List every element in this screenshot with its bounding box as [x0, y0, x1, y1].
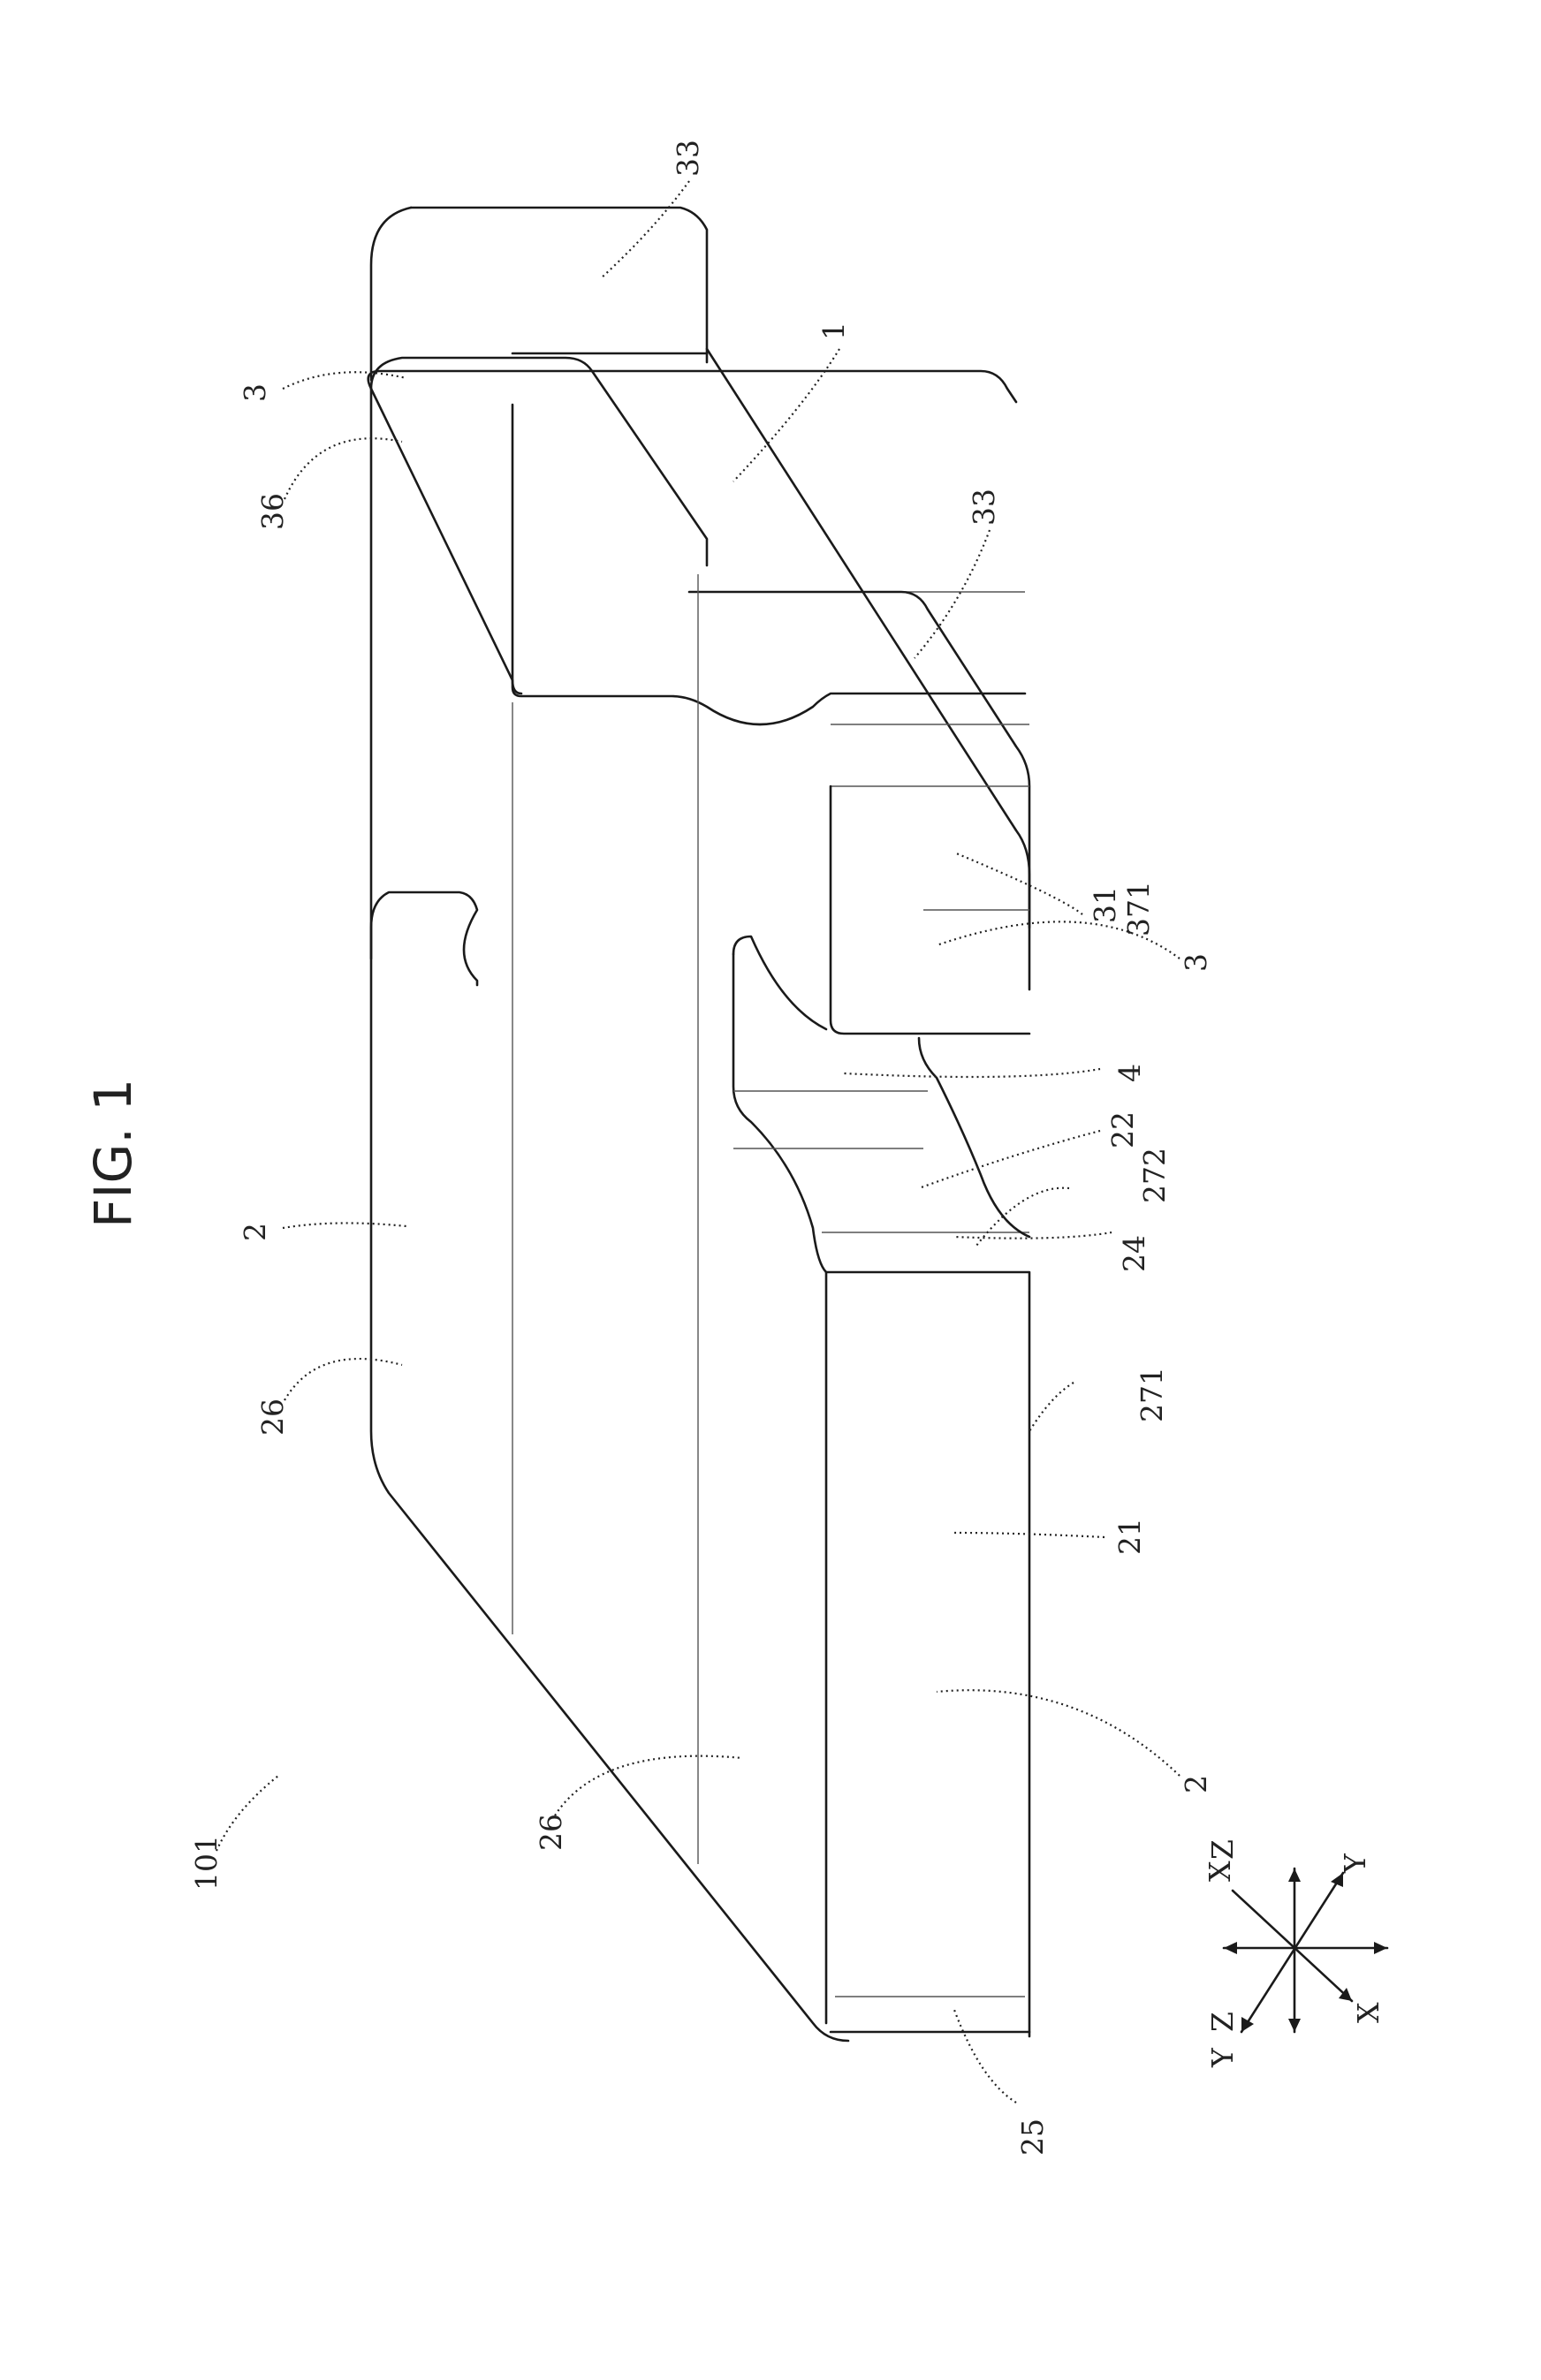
component-outline — [368, 208, 1029, 2041]
leader-271 — [1029, 1383, 1074, 1431]
label-36: 36 — [255, 493, 290, 530]
label-26-upper: 26 — [255, 1398, 290, 1436]
axis-label-y-bottom: Y — [1205, 2047, 1240, 2068]
leader-33-mid — [915, 530, 990, 658]
label-31: 31 — [1088, 886, 1122, 923]
label-4: 4 — [1112, 1064, 1147, 1082]
label-3-upper: 3 — [238, 383, 272, 402]
label-22: 22 — [1105, 1111, 1140, 1148]
figure-title: FIG. 1 — [83, 1079, 143, 1228]
leader-26-upper — [285, 1359, 402, 1400]
leader-33-top — [601, 181, 689, 278]
label-101: 101 — [189, 1835, 224, 1891]
leader-26-lower — [555, 1756, 742, 1815]
label-26-lower: 26 — [534, 1814, 568, 1851]
label-21: 21 — [1112, 1518, 1147, 1555]
leader-22 — [919, 1131, 1100, 1188]
label-271: 271 — [1135, 1367, 1169, 1422]
axis-label-z-left: Z — [1205, 2012, 1240, 2032]
leader-3-upper — [283, 372, 406, 389]
axis-label-x-top: X — [1203, 1861, 1237, 1882]
label-2-lower: 2 — [1179, 1775, 1213, 1793]
leader-31 — [954, 853, 1082, 914]
leader-36 — [285, 438, 402, 499]
label-33-mid: 33 — [967, 489, 1001, 526]
axis-label-x-bottom: X — [1351, 2002, 1385, 2023]
leader-24 — [954, 1232, 1112, 1239]
label-1: 1 — [816, 322, 851, 340]
axes-indicator: X Y Z Z Y X — [1203, 1839, 1387, 2068]
label-3-mid: 3 — [1179, 953, 1213, 972]
label-2-upper: 2 — [238, 1223, 272, 1241]
leader-4 — [844, 1069, 1100, 1077]
label-33-top: 33 — [671, 140, 705, 177]
label-371: 371 — [1121, 881, 1156, 936]
label-24: 24 — [1117, 1235, 1151, 1272]
label-272: 272 — [1137, 1148, 1172, 1203]
axis-label-y-top: Y — [1338, 1853, 1372, 1874]
axis-label-z-right: Z — [1205, 1839, 1240, 1860]
reference-labels: 101 26 26 2 3 36 33 1 33 31 371 3 4 22 2… — [189, 140, 1213, 2156]
leader-2-upper — [283, 1223, 406, 1228]
leader-101 — [216, 1776, 278, 1851]
label-25: 25 — [1015, 2119, 1050, 2156]
leader-2-lower — [937, 1690, 1180, 1776]
leader-25 — [954, 2010, 1016, 2103]
